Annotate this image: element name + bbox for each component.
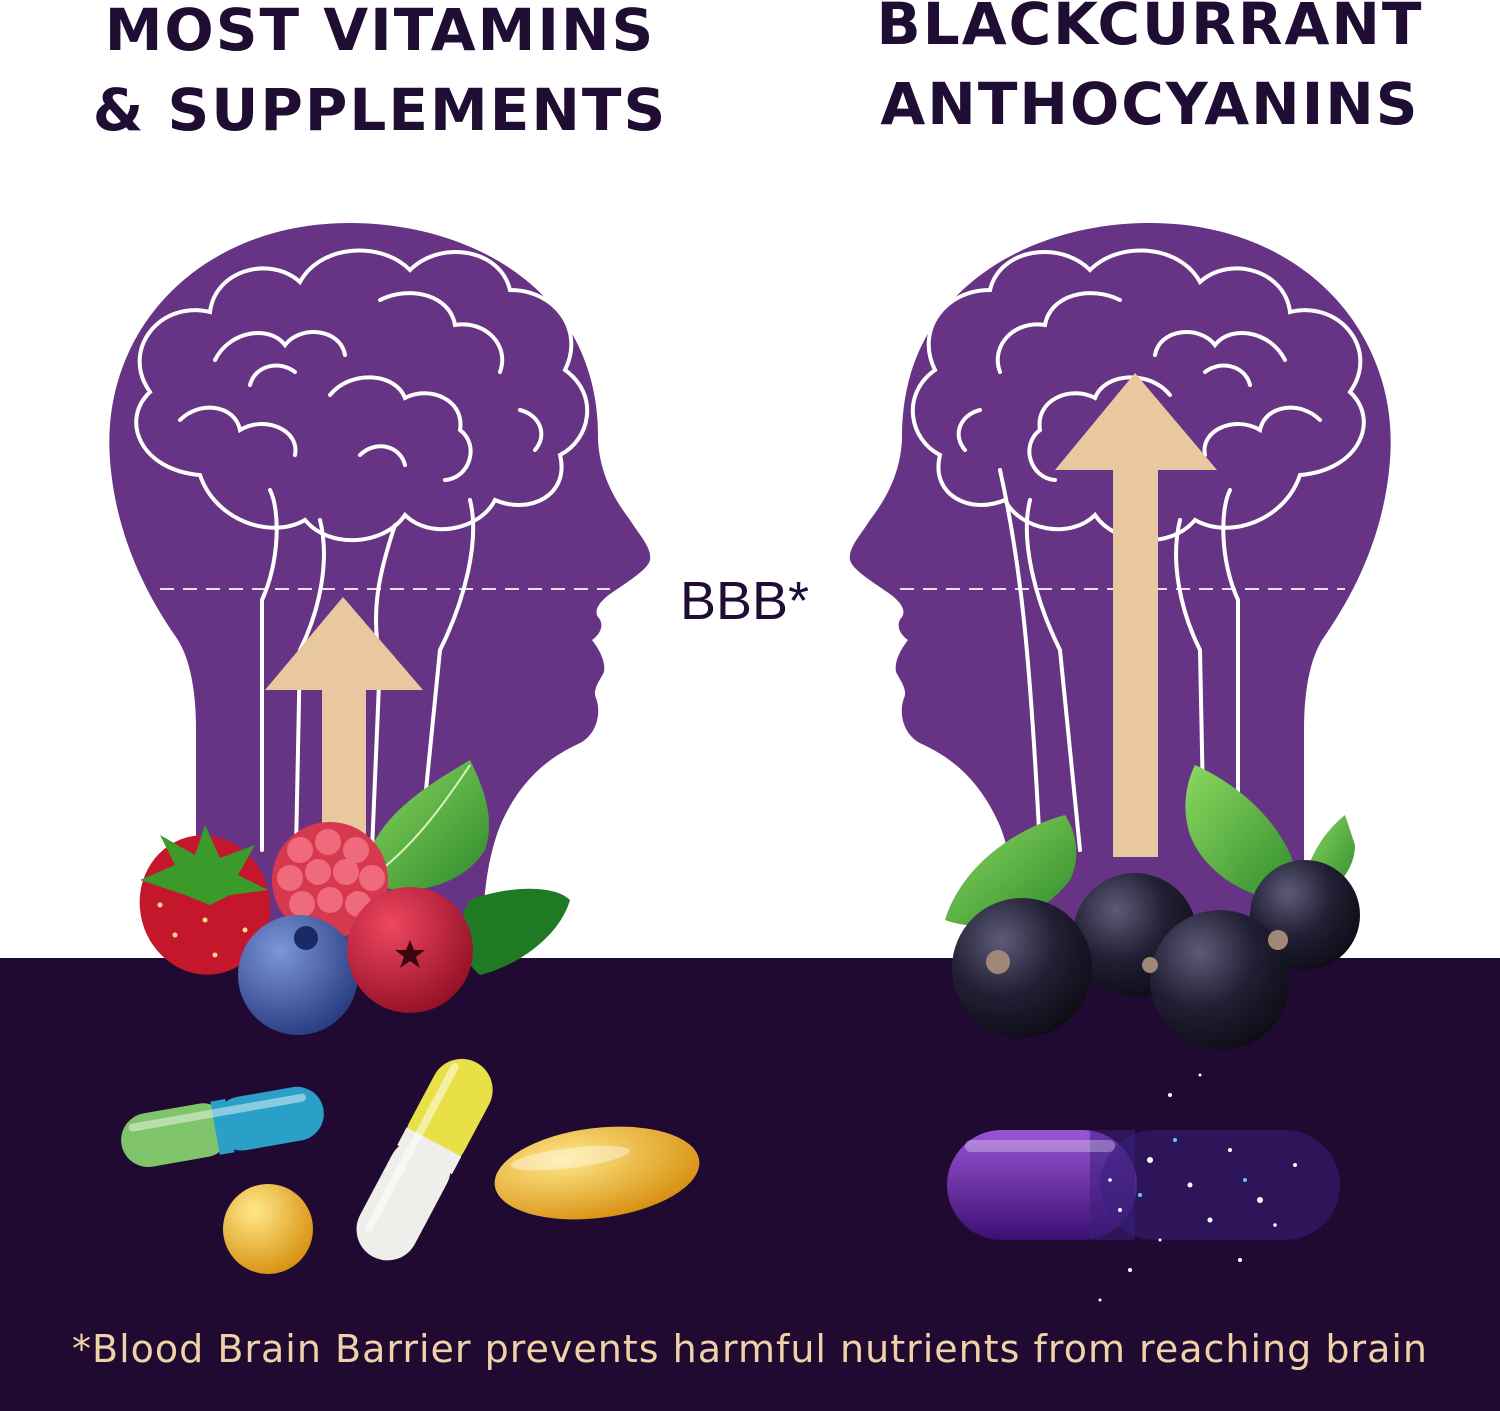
left-title: MOST VITAMINS & SUPPLEMENTS [60, 0, 700, 150]
barrier-label: BBB* [680, 571, 810, 631]
right-title-line1: BLACKCURRANT [876, 0, 1424, 58]
right-brain-outline [910, 248, 1366, 852]
mixed-berries [139, 760, 570, 1035]
left-arrow-short [265, 597, 423, 838]
anthocyanin-capsule [947, 1073, 1340, 1302]
right-title-line2: ANTHOCYANINS [880, 70, 1420, 138]
footnote: *Blood Brain Barrier prevents harmful nu… [72, 1327, 1428, 1371]
left-title-line2: & SUPPLEMENTS [92, 76, 668, 144]
left-brain-outline [134, 248, 590, 852]
left-title-line1: MOST VITAMINS [104, 0, 656, 64]
right-arrow-tall [1055, 373, 1217, 857]
right-title: BLACKCURRANT ANTHOCYANINS [830, 0, 1470, 144]
blackcurrants [945, 765, 1360, 1050]
assorted-pills [121, 1058, 700, 1274]
